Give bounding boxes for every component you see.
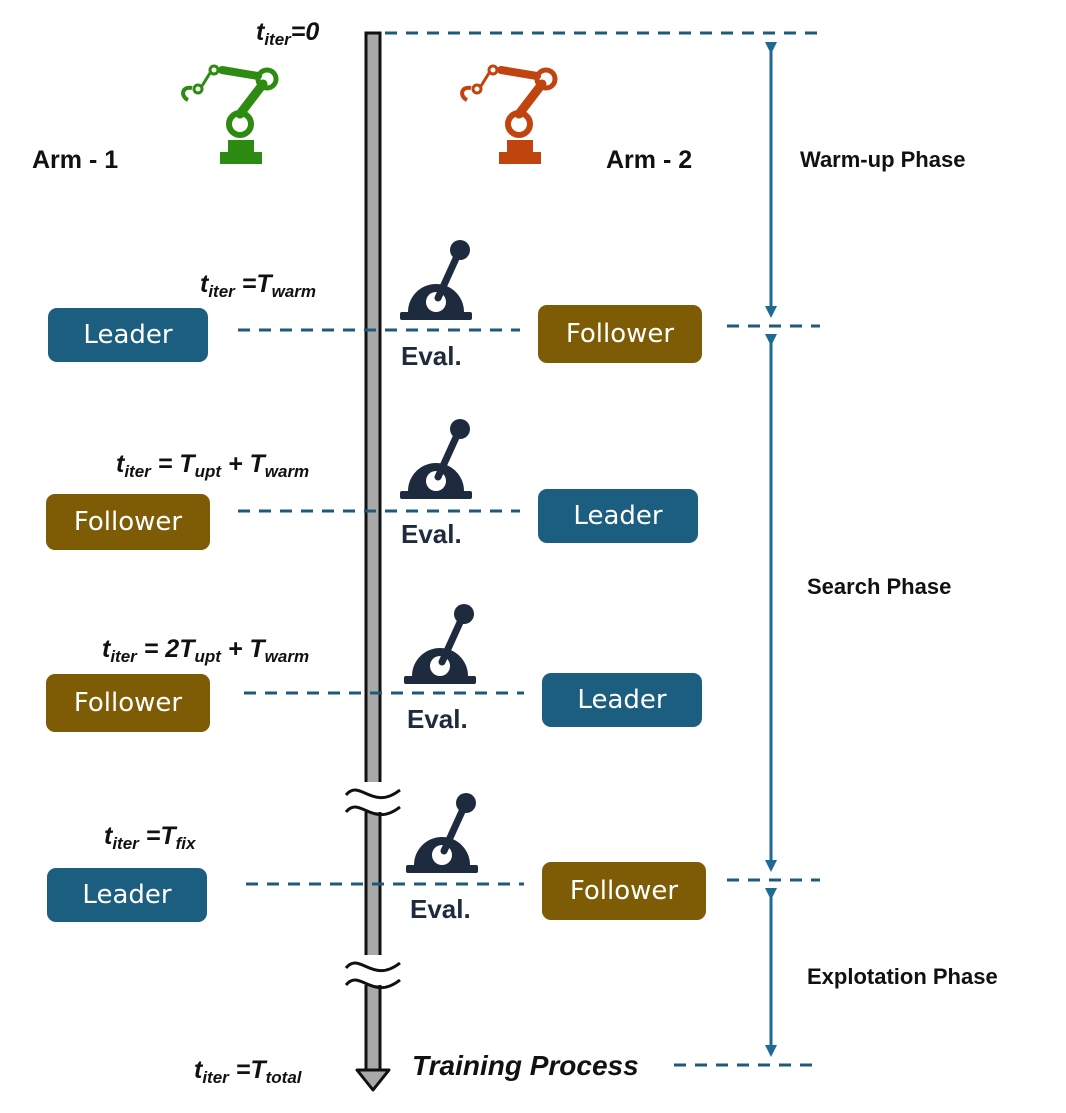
time-label-total: titer =Ttotal: [194, 1056, 302, 1087]
phase-label-exploitation: Explotation Phase: [807, 964, 998, 989]
time-label-warm: titer =Twarm: [200, 270, 317, 301]
role-box-arm1: Leader: [47, 868, 207, 922]
time-label-upt1: titer = Tupt + Twarm: [116, 450, 310, 481]
robot-arm-icon: [460, 64, 558, 164]
eval-label: Eval.: [401, 519, 462, 549]
role-box-arm2: Follower: [542, 862, 706, 920]
dashed-connectors: [238, 31, 820, 1067]
lever-switch-icon: [400, 419, 472, 499]
role-box-arm2: Leader: [538, 489, 698, 543]
lever-switch-icon: [406, 793, 478, 873]
axis-break-icon: [344, 782, 402, 817]
robot-arm-icon: [181, 64, 279, 164]
eval-label: Eval.: [401, 341, 462, 371]
role-box-arm2: Leader: [542, 673, 702, 727]
phase-label-search: Search Phase: [807, 574, 952, 599]
role-box-arm1: Follower: [46, 494, 210, 550]
role-box-arm2: Follower: [538, 305, 702, 363]
axis-break-icon: [344, 955, 402, 990]
lever-switch-icon: [404, 604, 476, 684]
eval-label: Eval.: [410, 894, 471, 924]
time-label-start: titer=0: [256, 18, 320, 49]
training-process-label: Training Process: [412, 1050, 639, 1081]
time-label-fix: titer =Tfix: [104, 822, 196, 853]
timeline-axis: [355, 31, 391, 1092]
arm1-label: Arm - 1: [32, 146, 119, 174]
arm2-label: Arm - 2: [606, 146, 693, 174]
lever-switch-icon: [400, 240, 472, 320]
time-label-upt2: titer = 2Tupt + Twarm: [102, 635, 310, 666]
role-box-arm1: Follower: [46, 674, 210, 732]
phase-label-warmup: Warm-up Phase: [800, 147, 966, 172]
eval-label: Eval.: [407, 704, 468, 734]
role-box-arm1: Leader: [48, 308, 208, 362]
